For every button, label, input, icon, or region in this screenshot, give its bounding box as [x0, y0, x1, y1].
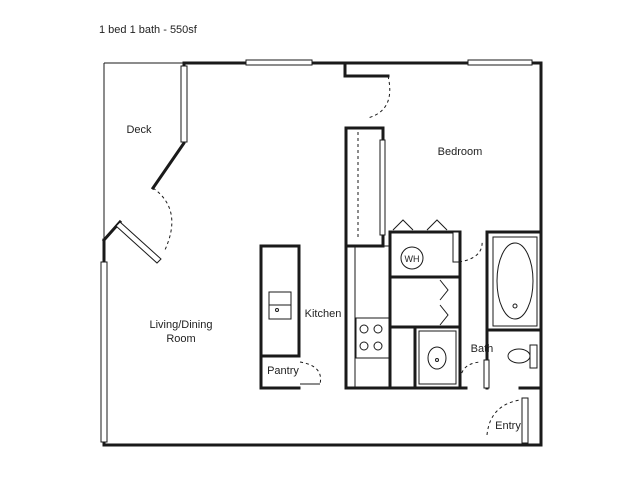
- entry-label: Entry: [495, 420, 521, 432]
- living-label-line2: Room: [166, 333, 195, 345]
- bath-label: Bath: [471, 343, 494, 355]
- kitchen-label: Kitchen: [305, 308, 342, 320]
- pantry-label: Pantry: [267, 365, 299, 377]
- exterior-walls: [101, 61, 543, 447]
- windows: [100, 59, 533, 443]
- bedroom-door: [343, 61, 391, 119]
- water-heater: WH: [400, 246, 424, 270]
- kitchen-counter: [354, 245, 391, 389]
- pantry: [259, 354, 322, 390]
- entry-door: [486, 397, 529, 444]
- bedroom-label: Bedroom: [438, 146, 483, 158]
- plan-title: 1 bed 1 bath - 550sf: [99, 24, 197, 36]
- deck-slider: [115, 187, 173, 264]
- kitchen-island: [259, 244, 301, 358]
- bathtub: [492, 236, 538, 327]
- living-label-line1: Living/Dining: [150, 319, 213, 331]
- bedroom-closet: [344, 126, 386, 248]
- deck-outline: [103, 62, 184, 240]
- toilet: [507, 344, 538, 369]
- bath-inner-door: [452, 231, 483, 263]
- bath-sink: [418, 330, 457, 385]
- closet-doors: [392, 219, 449, 326]
- bath-door: [460, 359, 490, 389]
- wh-label: WH: [405, 254, 420, 264]
- deck-label: Deck: [126, 124, 152, 136]
